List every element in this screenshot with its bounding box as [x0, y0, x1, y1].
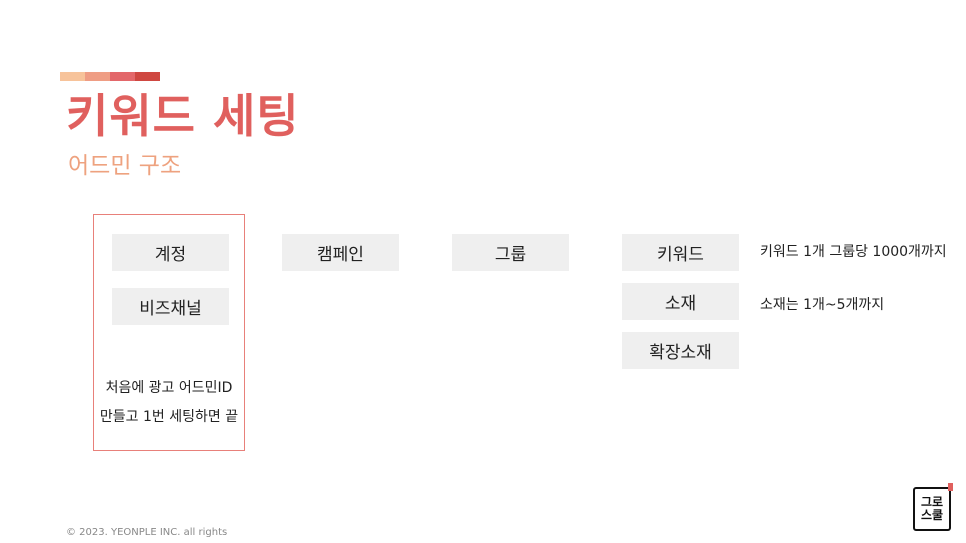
- accent-segment-4: [135, 72, 160, 81]
- slide-title: 키워드 세팅: [66, 89, 300, 143]
- logo-accent-mark: [948, 483, 953, 491]
- logo-text-line2: 스쿨: [920, 508, 944, 522]
- logo-text-line1: 그로: [920, 495, 944, 509]
- slide-subtitle: 어드민 구조: [68, 153, 182, 179]
- copyright-text: © 2023. YEONPLE INC. all rights: [66, 527, 228, 538]
- accent-segment-1: [60, 72, 85, 81]
- account-chip: 계정: [112, 234, 229, 271]
- creative-limit-note: 소재는 1개~5개까지: [760, 297, 885, 313]
- group-chip: 그룹: [452, 234, 569, 271]
- biz-channel-chip: 비즈채널: [112, 288, 229, 325]
- box-note-line1: 처음에 광고 어드민ID: [105, 380, 233, 396]
- groschool-logo: 그로 스쿨: [913, 483, 953, 531]
- box-note-line2: 만들고 1번 세팅하면 끝: [99, 409, 239, 425]
- accent-bar: [60, 72, 160, 81]
- campaign-chip: 캠페인: [282, 234, 399, 271]
- keyword-chip: 키워드: [622, 234, 739, 271]
- account-group-outline: [93, 214, 245, 451]
- accent-segment-3: [110, 72, 135, 81]
- keyword-limit-note: 키워드 1개 그룹당 1000개까지: [760, 244, 947, 260]
- creative-chip: 소재: [622, 283, 739, 320]
- extension-creative-chip: 확장소재: [622, 332, 739, 369]
- accent-segment-2: [85, 72, 110, 81]
